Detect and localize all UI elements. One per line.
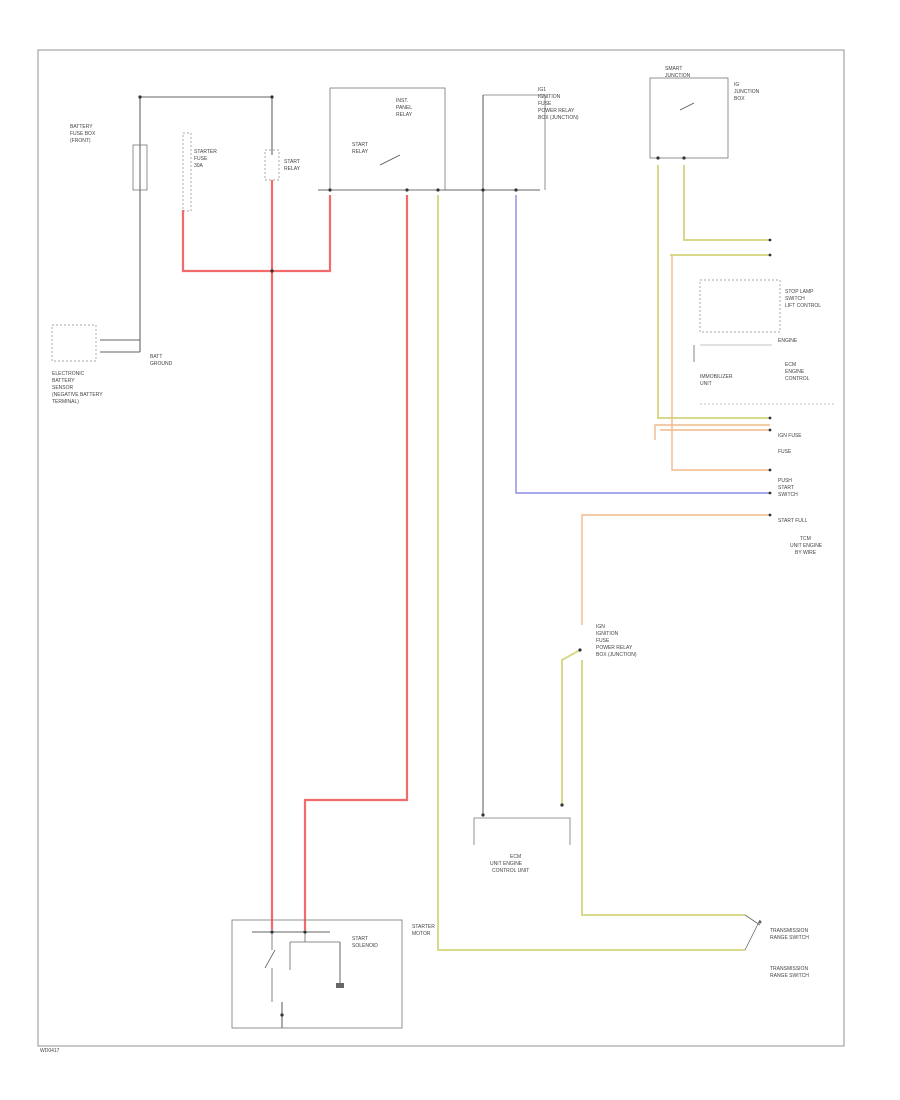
red-wires: [181, 180, 409, 930]
battery-sensor-box: [51, 324, 97, 362]
component-labels: BATTERY FUSE BOX (FRONT) STARTER FUSE 30…: [40, 66, 823, 1054]
label-ecm-bottom-2: UNIT ENGINE: [490, 861, 523, 867]
label-battery-fuse-2: FUSE BOX: [70, 131, 96, 137]
smart-junction-box: [483, 94, 546, 190]
label-ig-right-2: JUNCTION: [734, 89, 760, 95]
label-start-full: START FULL: [778, 518, 808, 524]
diagram-border: [37, 49, 845, 1047]
label-ign-fuse-5: BOX (JUNCTION): [538, 115, 579, 121]
label-immob-1: IMMOBILIZER: [700, 374, 733, 380]
label-tcm-3: BY WIRE: [795, 550, 817, 556]
black-wires: [100, 95, 540, 1028]
label-ig-junction-1: SMART: [665, 66, 682, 72]
label-ig-right-1: IG: [734, 82, 739, 88]
orange-wires: [581, 255, 770, 625]
diagram-footer-code: WD0417: [40, 1048, 60, 1054]
label-battery-fuse-1: BATTERY: [70, 124, 93, 130]
label-inst-relay-3: RELAY: [396, 112, 413, 118]
label-ecm-engine-1: ECM: [785, 362, 796, 368]
label-engine-status: ENGINE: [778, 338, 798, 344]
blue-wire: [515, 195, 770, 494]
label-batt-sensor-1: ELECTRONIC: [52, 371, 85, 377]
label-push-start-1: PUSH: [778, 478, 792, 484]
label-ig-junction-2: JUNCTION: [665, 73, 691, 79]
label-ign-ctrl-5: BOX (JUNCTION): [596, 652, 637, 658]
starter-motor-box: [231, 919, 403, 1029]
label-starter-fuse-1: STARTER: [194, 149, 217, 155]
label-ign-fuse-1: IG1: [538, 87, 546, 93]
label-ign-fuse-3: FUSE: [538, 101, 552, 107]
label-inst-relay-2: PANEL: [396, 105, 412, 111]
label-starter-motor-1: STARTER: [412, 924, 435, 930]
label-ign-ctrl-3: FUSE: [596, 638, 610, 644]
label-push-start-2: START: [778, 485, 794, 491]
label-immob-2: UNIT: [700, 381, 712, 387]
label-tcm-1: TCM: [800, 536, 811, 542]
label-ign-ctrl-1: IGN: [596, 624, 605, 630]
label-ign-fuse-2: IGNITION: [538, 94, 561, 100]
label-push-start-3: SWITCH: [778, 492, 798, 498]
trans-range-switch: [744, 914, 762, 951]
label-trans-range-sub-1: TRANSMISSION: [770, 966, 808, 972]
yellow-wires: [437, 165, 770, 951]
label-start-solenoid-1: START: [352, 936, 368, 942]
label-start-relay-1: START: [352, 142, 368, 148]
label-batt-sensor-5: TERMINAL): [52, 399, 79, 405]
label-ign-ctrl-4: POWER RELAY: [596, 645, 633, 651]
label-starter-fuse-3: 30A: [194, 163, 204, 169]
label-ecm-bottom-1: ECM: [510, 854, 521, 860]
start-relay-fuse: [264, 149, 280, 181]
label-ign-fuse-right: IGN FUSE: [778, 433, 802, 439]
connector-dots: [138, 95, 772, 1017]
battery-fuse-box: [132, 144, 148, 191]
label-start-relay-fuse-1: START: [284, 159, 300, 165]
label-inst-relay-1: INST.: [396, 98, 408, 104]
label-start-solenoid-2: SOLENOID: [352, 943, 378, 949]
starter-fuse: [182, 132, 192, 212]
label-ig-right-3: BOX: [734, 96, 745, 102]
label-trans-range-2: RANGE SWITCH: [770, 935, 809, 941]
label-ecm-right: LIFT CONTROL: [785, 303, 821, 309]
label-trans-range-sub-2: RANGE SWITCH: [770, 973, 809, 979]
label-ecm-engine-3: CONTROL: [785, 376, 810, 382]
label-batt-sensor-4: (NEGATIVE BATTERY: [52, 392, 103, 398]
label-start-relay-fuse-2: RELAY: [284, 166, 301, 172]
label-ecm-bottom-3: CONTROL UNIT: [492, 868, 529, 874]
label-stop-lamp-2: SWITCH: [785, 296, 805, 302]
label-batt-sensor-2: BATTERY: [52, 378, 75, 384]
label-start-relay-2: RELAY: [352, 149, 369, 155]
label-starter-fuse-2: FUSE: [194, 156, 208, 162]
ig-junction-box: [649, 77, 729, 159]
label-batt-ground-2: GROUND: [150, 361, 173, 367]
label-stop-lamp-1: STOP LAMP: [785, 289, 814, 295]
start-relay-box: [329, 87, 446, 191]
label-batt-sensor-3: SENSOR: [52, 385, 74, 391]
label-trans-range-1: TRANSMISSION: [770, 928, 808, 934]
label-ecm-engine-2: ENGINE: [785, 369, 805, 375]
label-fuse-main: FUSE: [778, 449, 792, 455]
ecm-right-region: [693, 279, 835, 405]
label-tcm-2: UNIT ENGINE: [790, 543, 823, 549]
label-batt-ground-1: BATT: [150, 354, 162, 360]
label-ign-fuse-4: POWER RELAY: [538, 108, 575, 114]
label-ign-ctrl-2: IGNITION: [596, 631, 619, 637]
ecm-bottom-box: [473, 817, 571, 845]
label-battery-fuse-3: (FRONT): [70, 138, 91, 144]
label-starter-motor-2: MOTOR: [412, 931, 431, 937]
